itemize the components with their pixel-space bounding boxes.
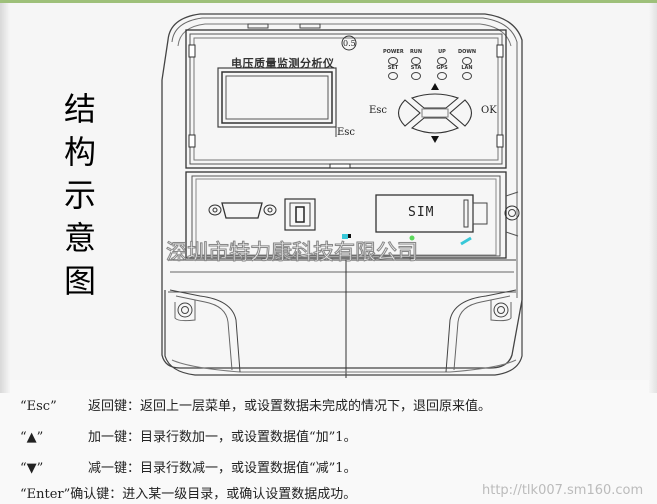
- key-description-down: “▼” 减一键：目录行数减一，或设置数据值“减”1。: [20, 457, 357, 476]
- led-indicators: [388, 57, 472, 80]
- company-watermark: 深圳市特力康科技有限公司: [166, 240, 419, 265]
- ok-key-label: OK: [481, 105, 497, 116]
- key-description-up: “▲” 加一键：目录行数加一，或设置数据值“加”1。: [20, 426, 357, 445]
- housing-outline: [161, 13, 523, 369]
- key-text: 减一键：目录行数减一，或设置数据值“减”1。: [88, 461, 357, 476]
- left-esc-key: [397, 99, 421, 127]
- led-label-set: SET: [387, 65, 399, 71]
- usb-port: [284, 198, 316, 231]
- down-key: [410, 117, 460, 134]
- url-watermark: http://tlk007.sm160.com: [482, 483, 644, 498]
- right-shadow: [649, 3, 657, 393]
- sim-label: SIM: [408, 205, 435, 220]
- left-mounting-foot: [169, 289, 241, 373]
- led-label-power: POWER: [383, 49, 404, 55]
- key-description-esc: “Esc” 返回键：返回上一层菜单，或设置数据未完成的情况下，退回原来值。: [20, 395, 491, 414]
- bottom-cover: [164, 290, 523, 376]
- left-shadow: [0, 3, 10, 393]
- title-char: 结: [63, 90, 96, 128]
- title-char: 图: [63, 262, 96, 300]
- side-screw: [504, 205, 520, 221]
- right-ok-key: [449, 99, 473, 127]
- key-name: “Enter”: [20, 487, 71, 502]
- top-accent-strip: [0, 0, 657, 3]
- accuracy-class-label: 0.5: [343, 39, 356, 48]
- led-label-down: DOWN: [457, 49, 477, 55]
- led-label-sta: STA: [410, 65, 422, 71]
- title-char: 构: [63, 133, 96, 171]
- up-key: [410, 93, 460, 109]
- key-description-enter: “Enter”确认键：进入某一级目录，或确认设置数据成功。: [20, 483, 356, 502]
- down-arrow-icon: [431, 136, 439, 143]
- title-char: 意: [63, 219, 96, 257]
- accuracy-class-circle: [341, 35, 357, 51]
- right-mounting-foot: [445, 289, 517, 373]
- key-text: 返回键：返回上一层菜单，或设置数据未完成的情况下，退回原来值。: [88, 399, 492, 414]
- key-text: 确认键：进入某一级目录，或确认设置数据成功。: [70, 487, 357, 502]
- navigation-keypad: [397, 93, 473, 134]
- device-name-label: 电压质量监测分析仪: [231, 57, 335, 70]
- lcd-display-outer: [217, 67, 337, 128]
- key-name: “▲”: [20, 430, 44, 445]
- lcd-esc-label: Esc: [337, 127, 356, 138]
- led-label-run: RUN: [409, 49, 423, 55]
- esc-key-label: Esc: [369, 105, 388, 116]
- terminal-compartment: [185, 171, 507, 259]
- title-char: 示: [63, 176, 96, 214]
- diagram-title: 结 构 示 意 图: [60, 88, 100, 303]
- serial-port-db9: [208, 202, 277, 219]
- led-label-gps: GPS: [436, 65, 448, 71]
- led-label-up: UP: [438, 49, 446, 55]
- key-text: 加一键：目录行数加一，或设置数据值“加”1。: [88, 430, 357, 445]
- key-name: “Esc”: [20, 399, 57, 414]
- up-arrow-icon: [431, 83, 439, 90]
- description-panel: [0, 380, 657, 504]
- key-name: “▼”: [20, 461, 44, 476]
- led-label-lan: LAN: [461, 65, 473, 71]
